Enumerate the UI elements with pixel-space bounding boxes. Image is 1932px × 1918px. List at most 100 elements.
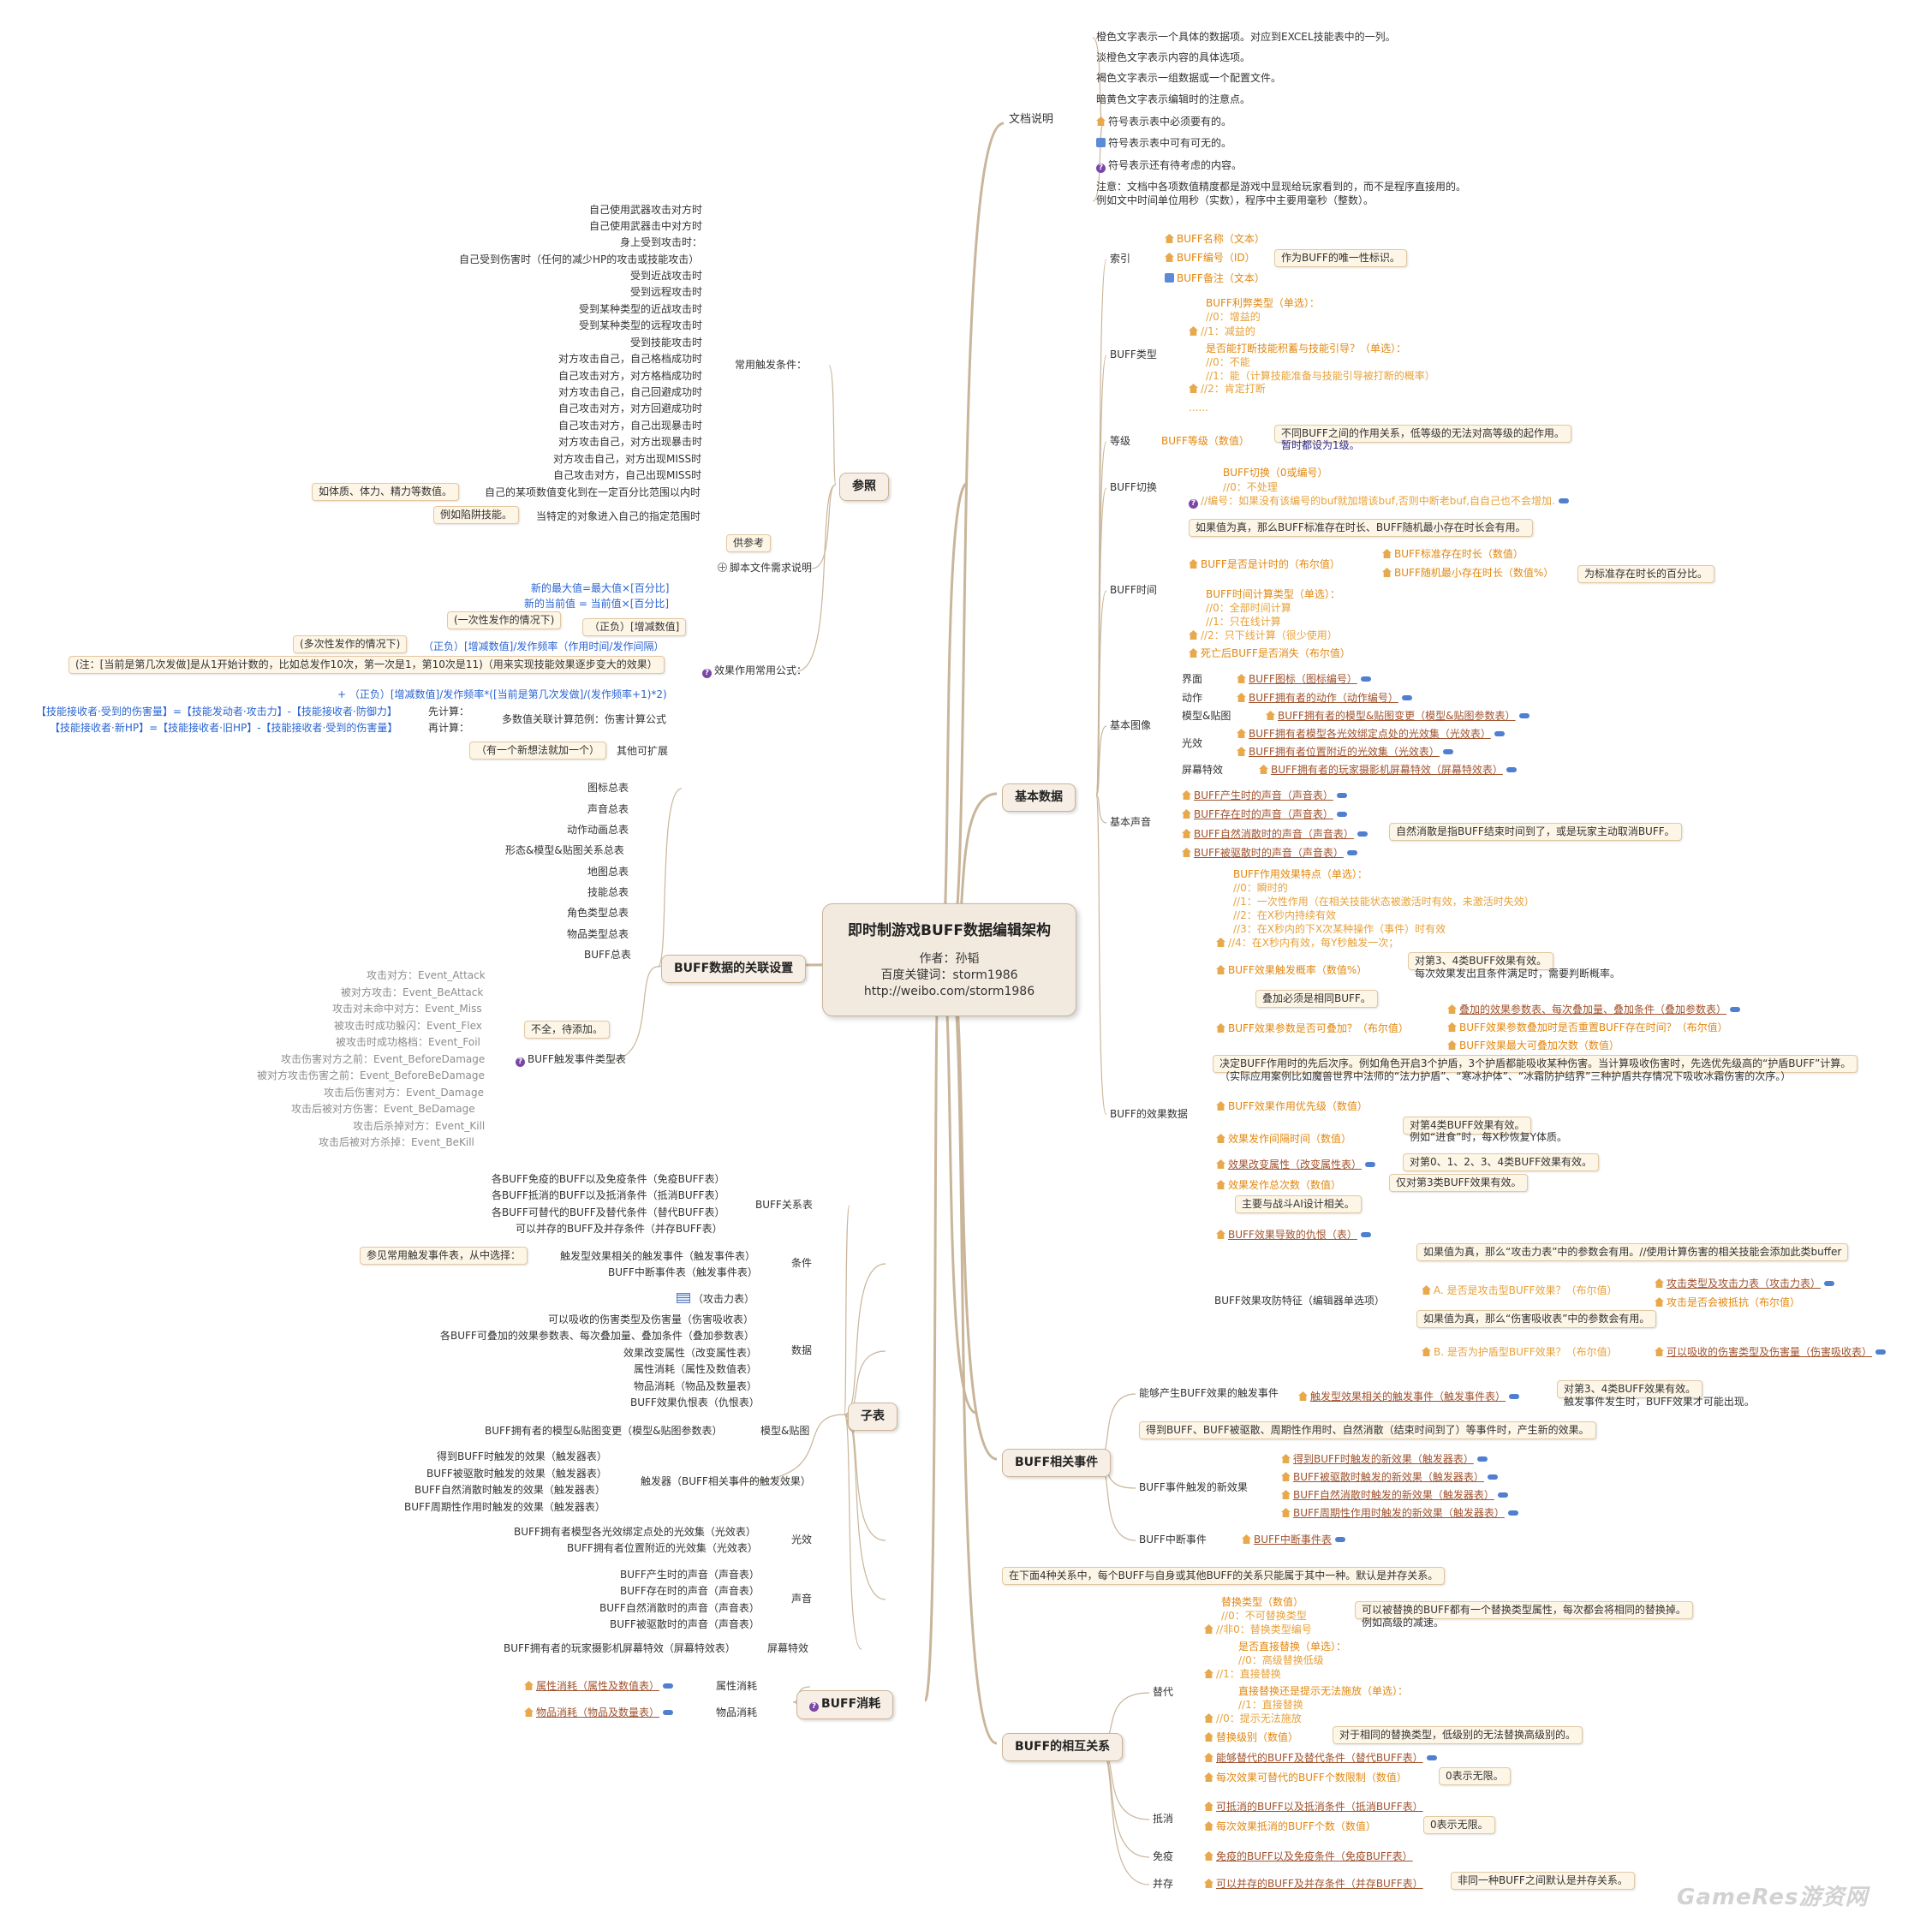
node-k_e13n[interactable]: 主要与战斗AI设计相关。 xyxy=(1235,1195,1362,1213)
node-s_snd[interactable]: 声音 xyxy=(791,1593,812,1605)
node-s_l1[interactable]: BUFF拥有者模型各光效绑定点处的光效集（光效表） xyxy=(514,1526,756,1539)
node-k_im5[interactable]: 屏幕特效 xyxy=(1182,764,1223,777)
node-r2a[interactable]: 可抵消的BUFF以及抵消条件（抵消BUFF表） xyxy=(1204,1801,1423,1814)
node-f7[interactable]: 多数值关联计算范例：伤害计算公式 xyxy=(502,713,666,726)
node-k_tm6[interactable]: //1：只在线计算 xyxy=(1206,616,1281,628)
node-s_lt[interactable]: 光效 xyxy=(791,1534,812,1546)
node-p4[interactable]: 自己受到伤害时（任何的减少HP的攻击或技能攻击） xyxy=(459,253,699,266)
node-r4a[interactable]: 可以并存的BUFF及并存条件（并存BUFF表） xyxy=(1204,1878,1423,1891)
node-k_s3[interactable]: BUFF自然消散时的声音（声音表） xyxy=(1182,828,1370,841)
node-k_tm3[interactable]: BUFF随机最小存在时长（数值%） xyxy=(1382,567,1553,580)
node-k_im5v[interactable]: BUFF拥有者的玩家摄影机屏幕特效（屏幕特效表） xyxy=(1259,764,1519,777)
node-k_snd[interactable]: 基本声音 xyxy=(1110,816,1151,829)
node-b_evt[interactable]: BUFF相关事件 xyxy=(1002,1449,1112,1477)
link-icon[interactable] xyxy=(1401,695,1412,700)
node-s_d7[interactable]: BUFF效果仇恨表（仇恨表） xyxy=(630,1397,760,1409)
link-icon[interactable] xyxy=(1497,1492,1508,1498)
node-k_e13[interactable]: BUFF效果导致的仇恨（表） xyxy=(1216,1229,1374,1242)
node-v2d[interactable]: BUFF周期性作用时触发的新效果（触发器表） xyxy=(1281,1507,1521,1520)
node-f4n[interactable]: (多次性发作的情况下) xyxy=(293,635,408,653)
node-d6[interactable]: 符号表示表中可有可无的。 xyxy=(1096,137,1231,150)
node-k_e14n[interactable]: 如果值为真，那么“攻击力表”中的参数会有用。//使用计算伤害的相关技能会添加此类… xyxy=(1416,1243,1849,1261)
node-d2[interactable]: 淡橙色文字表示内容的具体选项。 xyxy=(1096,51,1250,64)
node-k_s1[interactable]: BUFF产生时的声音（声音表） xyxy=(1182,789,1350,802)
node-l3[interactable]: 动作动画总表 xyxy=(567,824,629,837)
link-icon[interactable] xyxy=(1442,749,1453,754)
node-k_lv2[interactable]: 不同BUFF之间的作用关系，低等级的无法对高等级的起作用。 xyxy=(1274,425,1571,443)
node-f4[interactable]: （正负）[增减数值]/发作频率（作用时间/发作间隔） xyxy=(423,640,664,653)
node-k_lv1[interactable]: BUFF等级（数值） xyxy=(1161,435,1249,448)
node-k_im3[interactable]: 模型&贴图 xyxy=(1182,710,1231,723)
link-icon[interactable] xyxy=(1357,831,1368,837)
node-k_sw3[interactable]: //编号：如果没有该编号的buf就加增该buf,否则中断老buf,自自己也不会增… xyxy=(1189,495,1571,509)
node-s_r2[interactable]: 各BUFF抵消的BUFF以及抵消条件（抵消BUFF表） xyxy=(492,1189,724,1202)
node-r1ln[interactable]: 0表示无限。 xyxy=(1439,1767,1511,1785)
node-r3[interactable]: 免疫 xyxy=(1153,1850,1173,1863)
node-k_sw1[interactable]: BUFF切换（0或编号） xyxy=(1223,467,1327,480)
node-k_t5[interactable]: //0：不能 xyxy=(1206,356,1250,369)
node-s_m1[interactable]: BUFF拥有者的模型&贴图变更（模型&贴图参数表） xyxy=(485,1425,723,1438)
node-k_t8[interactable]: ...... xyxy=(1189,402,1208,414)
node-l4[interactable]: 形态&模型&贴图关系总表 xyxy=(505,844,624,857)
node-p7[interactable]: 受到某种类型的近战攻击时 xyxy=(579,303,702,316)
node-l5[interactable]: 地图总表 xyxy=(587,866,629,879)
node-k_e6[interactable]: //4：在X秒内有效，每Y秒触发一次； xyxy=(1216,937,1398,950)
link-icon[interactable] xyxy=(1346,850,1357,855)
node-p14[interactable]: 自己攻击对方，自己出现暴击时 xyxy=(558,420,702,432)
node-k_e15[interactable]: A. 是否是攻击型BUFF效果？（布尔值） xyxy=(1422,1284,1617,1297)
node-r0[interactable]: 在下面4种关系中，每个BUFF与自身或其他BUFF的关系只能属于其中一种。默认是… xyxy=(1002,1567,1446,1585)
node-r2n[interactable]: 0表示无限。 xyxy=(1423,1816,1495,1834)
node-k_im1[interactable]: 界面 xyxy=(1182,673,1202,686)
link-icon[interactable] xyxy=(1365,1162,1376,1167)
node-v2n[interactable]: 得到BUFF、BUFF被驱散、周期性作用时、自然消散（结束时间到了）等事件时，产… xyxy=(1139,1421,1596,1439)
node-l13[interactable]: 攻击对未命中对方：Event_Miss xyxy=(332,1003,482,1016)
node-p3[interactable]: 身上受到攻击时： xyxy=(620,236,702,249)
node-d5[interactable]: 符号表示表中必须要有的。 xyxy=(1096,116,1231,128)
node-p6[interactable]: 受到远程攻击时 xyxy=(630,286,702,299)
node-l12[interactable]: 被对方攻击：Event_BeAttack xyxy=(341,986,483,999)
node-p2[interactable]: 自己使用武器击中对方时 xyxy=(589,220,702,233)
node-c1a[interactable]: 属性消耗（属性及数值表） xyxy=(524,1680,676,1693)
node-k_e1[interactable]: BUFF作用效果特点（单选）： xyxy=(1233,868,1368,881)
node-s_t1[interactable]: 得到BUFF时触发的效果（触发器表） xyxy=(437,1450,607,1463)
node-b_doc[interactable]: 文档说明 xyxy=(1009,113,1053,126)
node-k_e9n[interactable]: 决定BUFF作用时的先后次序。例如角色开启3个护盾，3个护盾都能吸收某种伤害。当… xyxy=(1213,1055,1858,1073)
node-k_idx[interactable]: 索引 xyxy=(1110,253,1130,265)
node-k_tmn[interactable]: 如果值为真，那么BUFF标准存在时长、BUFF随机最小存在时长会有用。 xyxy=(1189,519,1533,537)
node-r1d[interactable]: 是否直接替换（单选）： xyxy=(1238,1641,1346,1653)
node-p_scr[interactable]: 脚本文件需求说明 xyxy=(718,562,812,575)
node-l11[interactable]: 攻击对方：Event_Attack xyxy=(367,969,486,982)
link-icon[interactable] xyxy=(1518,713,1530,718)
central-topic[interactable]: 即时制游戏BUFF数据编辑架构 作者：孙韬 百度关键词：storm1986 ht… xyxy=(822,903,1076,1016)
node-p_scrn[interactable]: 供参考 xyxy=(726,534,772,552)
node-p16[interactable]: 对方攻击自己，对方出现MISS时 xyxy=(553,453,701,466)
link-icon[interactable] xyxy=(1360,676,1371,682)
node-k_eff[interactable]: BUFF的效果数据 xyxy=(1110,1108,1188,1121)
node-d1[interactable]: 橙色文字表示一个具体的数据项。对应到EXCEL技能表中的一列。 xyxy=(1096,31,1396,44)
node-r4[interactable]: 并存 xyxy=(1153,1878,1173,1891)
node-s_s4[interactable]: BUFF被驱散时的声音（声音表） xyxy=(610,1618,760,1631)
node-f1[interactable]: 新的最大值=最大值×[百分比] xyxy=(531,582,669,595)
link-icon[interactable] xyxy=(1476,1456,1488,1462)
node-k_type[interactable]: BUFF类型 xyxy=(1110,348,1157,361)
node-v2[interactable]: BUFF事件触发的新效果 xyxy=(1139,1481,1248,1494)
node-f2[interactable]: 新的当前值 = 当前值×[百分比] xyxy=(524,598,669,611)
node-p_trig[interactable]: 常用触发条件： xyxy=(735,359,807,372)
node-l18[interactable]: 攻击后伤害对方：Event_Damage xyxy=(324,1087,484,1099)
node-s_cond[interactable]: 条件 xyxy=(791,1257,812,1270)
node-k_e8c[interactable]: BUFF效果最大可叠加次数（数值） xyxy=(1447,1039,1619,1052)
node-d9[interactable]: 例如文中时间单位用秒（实数），程序中主要用毫秒（整数）。 xyxy=(1096,194,1374,207)
node-r2[interactable]: 抵消 xyxy=(1153,1813,1173,1826)
node-s_d4[interactable]: 效果改变属性（改变属性表） xyxy=(623,1347,757,1360)
node-k_tm8[interactable]: 死亡后BUFF是否消失（布尔值） xyxy=(1189,647,1351,660)
link-icon[interactable] xyxy=(1875,1349,1887,1355)
node-b_rel[interactable]: BUFF的相互关系 xyxy=(1002,1733,1124,1761)
node-r3a[interactable]: 免疫的BUFF以及免疫条件（免疫BUFF表） xyxy=(1204,1850,1413,1863)
node-k_tm4[interactable]: BUFF时间计算类型（单选）： xyxy=(1206,588,1340,601)
node-f8[interactable]: 其他可扩展 xyxy=(617,745,668,758)
node-k_idx2n[interactable]: 作为BUFF的唯一性标识。 xyxy=(1274,249,1407,267)
node-r1i[interactable]: //0：提示无法施放 xyxy=(1204,1712,1302,1725)
node-v1a[interactable]: 触发型效果相关的触发事件（触发事件表） xyxy=(1298,1391,1522,1403)
node-k_e16a[interactable]: 可以吸收的伤害类型及伤害量（伤害吸收表） xyxy=(1655,1346,1888,1359)
node-s_mod[interactable]: 模型&贴图 xyxy=(760,1425,809,1438)
